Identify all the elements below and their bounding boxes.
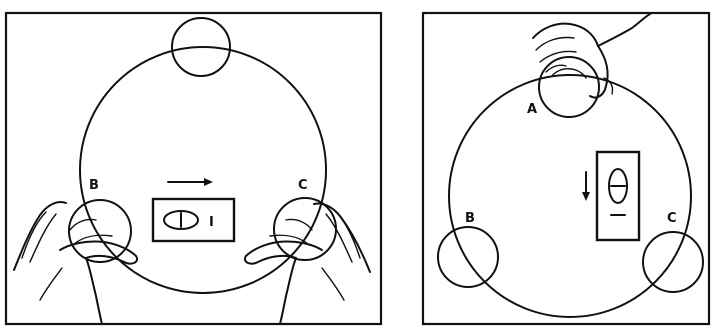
left-ball-b (68, 199, 132, 263)
right-ball-b (437, 226, 499, 288)
right-label-c: C (667, 211, 677, 226)
left-direction-arrow (167, 178, 213, 186)
right-panel-frame (421, 11, 711, 326)
right-hand-illustration (244, 202, 371, 325)
right-ball-c (642, 231, 704, 293)
right-label-b: B (465, 211, 475, 226)
right-main-circle (448, 74, 692, 318)
right-panel: A B C (421, 11, 711, 326)
left-label-c: C (298, 178, 308, 193)
left-main-circle (79, 46, 327, 294)
left-ball-c (273, 197, 337, 261)
top-hand-illustration (532, 13, 651, 99)
left-panel-frame (4, 11, 383, 326)
left-level-indicator: I (151, 197, 236, 243)
left-top-ball (171, 17, 231, 77)
right-direction-arrow (582, 171, 590, 201)
left-hand-illustration (13, 201, 138, 325)
left-indicator-mark: I (209, 215, 214, 230)
right-level-indicator (595, 150, 641, 242)
left-panel: B C I (4, 11, 383, 326)
left-label-b: B (89, 178, 99, 193)
right-ball-a (538, 56, 600, 118)
right-label-a: A (527, 102, 537, 117)
right-rotation-arrow (551, 68, 587, 79)
